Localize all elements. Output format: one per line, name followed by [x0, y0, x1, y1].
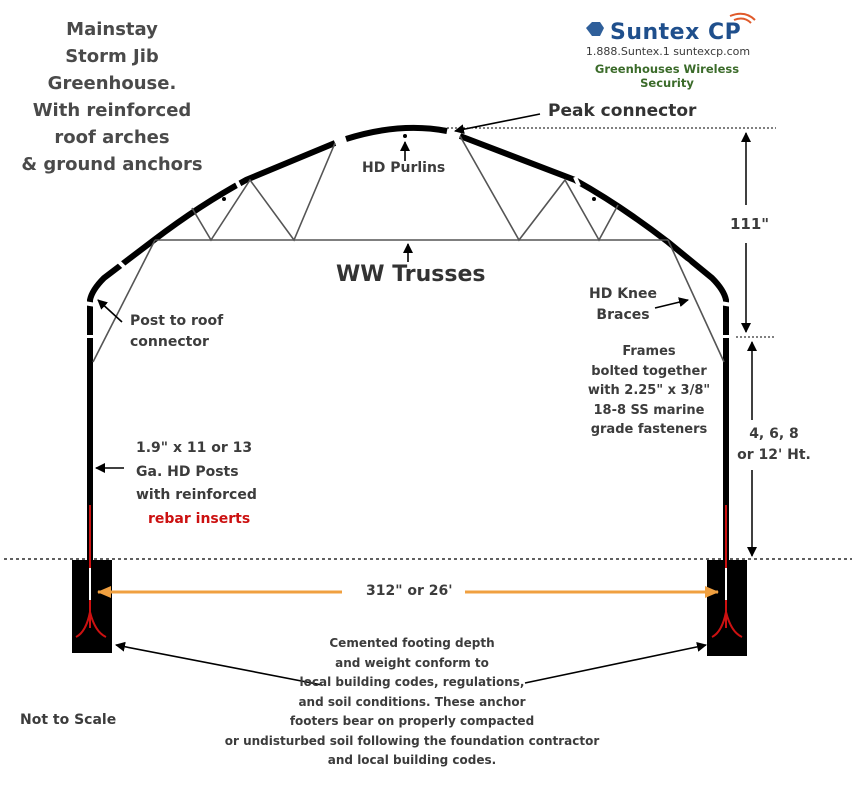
knee-braces-line: HD Knee: [588, 286, 658, 302]
title-line: With reinforced: [32, 100, 192, 121]
posts-line: 1.9" x 11 or 13: [136, 440, 253, 456]
footing-line: and local building codes.: [327, 753, 497, 767]
footing-line: and soil conditions. These anchor: [298, 694, 526, 709]
footing-line: footers bear on properly compacted: [289, 714, 535, 728]
posts-label: 1.9" x 11 or 13 Ga. HD Posts with reinfo…: [136, 437, 257, 531]
not-to-scale-label: Not to Scale: [20, 712, 117, 728]
height-dimensions: [741, 132, 757, 557]
post-height-line: or 12' Ht.: [737, 447, 811, 463]
diagram-title: Mainstay Storm Jib Greenhouse. With rein…: [14, 16, 210, 178]
footing-line: or undisturbed soil following the founda…: [224, 733, 600, 748]
frames-line: grade fasteners: [590, 422, 708, 437]
posts-line: Ga. HD Posts: [136, 463, 239, 480]
rebar-label: rebar inserts: [148, 510, 251, 527]
logo-contact: 1.888.Suntex.1 suntexcp.com: [585, 45, 751, 58]
logo-icon: [586, 12, 756, 36]
footing-line: Cemented footing depth: [329, 636, 495, 650]
arch-splices: [83, 176, 733, 307]
title-line: & ground anchors: [21, 154, 203, 175]
frames-label: Frames bolted together with 2.25" x 3/8"…: [574, 342, 724, 440]
ww-trusses-label: WW Trusses: [336, 262, 486, 287]
frames-line: 18-8 SS marine: [593, 402, 705, 418]
title-line: Mainstay: [66, 19, 158, 40]
ww-trusses: [92, 135, 725, 363]
frames-line: Frames: [622, 344, 676, 359]
logo-tagline: Greenhouses Wireless Security: [594, 62, 740, 90]
peak-connector-label: Peak connector: [548, 101, 697, 121]
post-height-label: 4, 6, 8 or 12' Ht.: [728, 424, 820, 466]
logo-name: Suntex CP: [610, 20, 742, 45]
post-to-roof-line: Post to roof: [130, 313, 224, 329]
frames-line: with 2.25" x 3/8": [587, 383, 711, 398]
post-height-line: 4, 6, 8: [749, 426, 799, 442]
rebar-inserts: [75, 505, 743, 638]
frames-line: bolted together: [591, 363, 707, 379]
title-line: roof arches: [54, 127, 170, 148]
footing-note: Cemented footing depth and weight confor…: [212, 634, 612, 771]
post-to-roof-label: Post to roof connector: [130, 311, 223, 353]
posts-line: with reinforced: [136, 487, 257, 503]
hd-purlins-label: HD Purlins: [362, 160, 446, 176]
title-line: Storm Jib: [65, 46, 159, 67]
footing-line: local building codes, regulations,: [299, 675, 525, 689]
callout-arrows: [95, 113, 707, 686]
footing-line: and weight conform to: [335, 655, 489, 670]
purlin-dots: [222, 134, 596, 201]
roof-height-label: 111": [730, 215, 770, 233]
knee-braces-label: HD Knee Braces: [578, 284, 668, 326]
title-line: Greenhouse.: [47, 73, 177, 94]
knee-braces-line: Braces: [596, 307, 650, 323]
post-to-roof-line: connector: [130, 334, 209, 350]
width-label: 312" or 26': [366, 583, 453, 599]
left-footing: [72, 560, 112, 653]
